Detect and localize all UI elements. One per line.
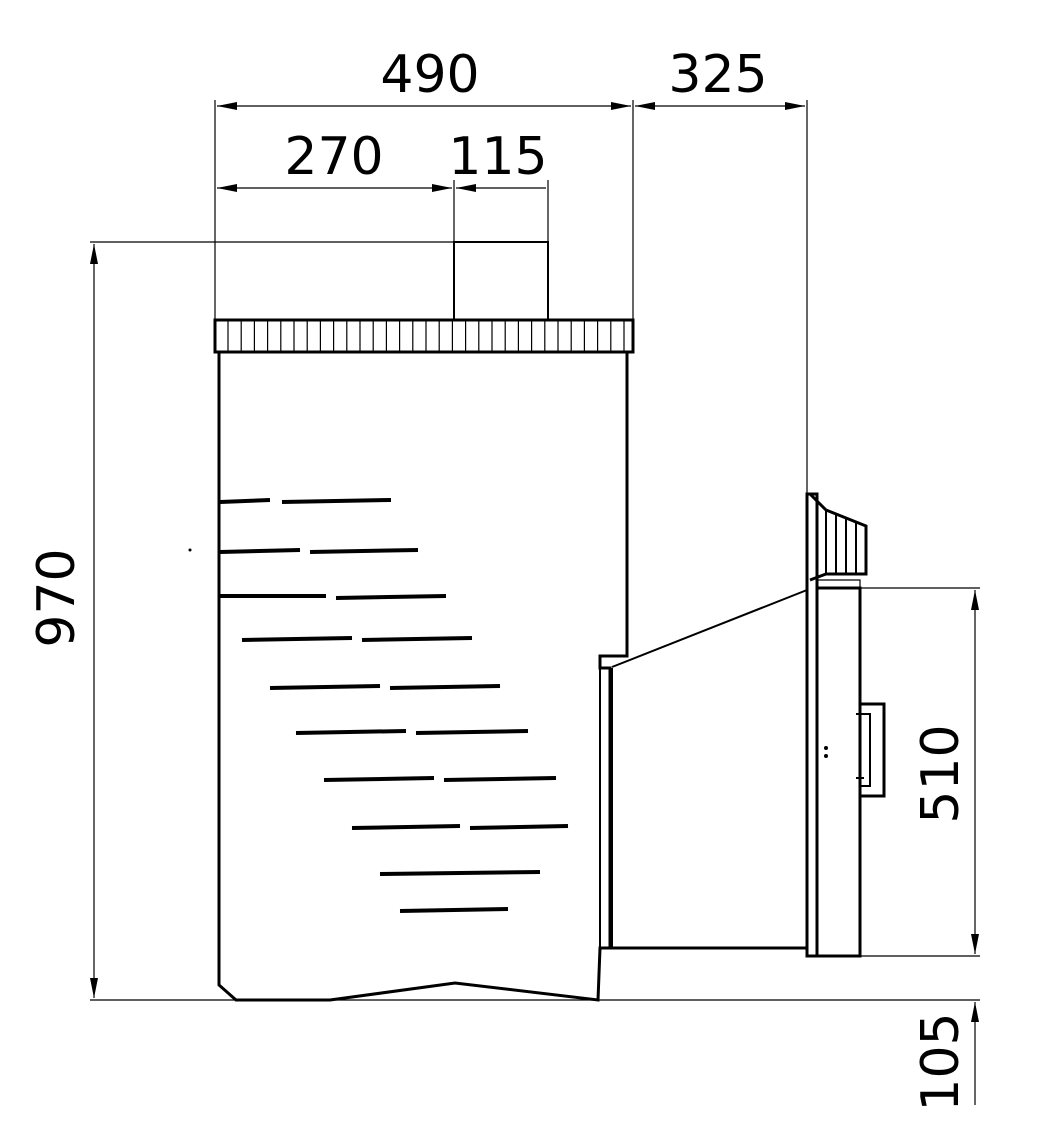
nozzle [808, 492, 868, 582]
dimension-labels: 490 325 270 115 970 510 105 [27, 45, 971, 1112]
vent-slots [219, 498, 569, 913]
vent-slot [281, 498, 392, 504]
rim-ribs [227, 320, 625, 352]
vent-slot [361, 636, 473, 642]
vent-slot [335, 594, 447, 600]
body-outline [217, 352, 629, 1002]
dim-label-105: 105 [911, 1012, 971, 1111]
front-plate [805, 492, 819, 958]
vent-slot [241, 636, 353, 642]
vent-slot [351, 824, 461, 830]
vent-slot [399, 907, 509, 913]
dim-label-270: 270 [284, 127, 383, 187]
vent-slot [469, 824, 569, 830]
vent-slot [389, 684, 501, 690]
vent-slot [379, 870, 541, 876]
door-frame [817, 586, 862, 958]
vent-slot [219, 498, 271, 504]
dimension-lines [90, 100, 980, 1105]
vent-slot [443, 776, 557, 782]
door-handle [860, 702, 886, 798]
dim-label-970: 970 [27, 548, 87, 647]
chimney-collar [453, 241, 549, 321]
dim-label-115: 115 [448, 127, 547, 187]
top-rim [213, 318, 635, 354]
dim-label-325: 325 [668, 45, 767, 105]
vent-slot [323, 776, 435, 782]
vent-slot [219, 548, 301, 554]
vent-slot [309, 548, 419, 554]
stove-body [188, 241, 635, 1002]
dim-label-490: 490 [380, 45, 479, 105]
vent-slot [415, 729, 529, 735]
dim-label-510: 510 [911, 724, 971, 823]
vent-slot [269, 684, 381, 690]
firebox-extension [599, 492, 886, 958]
vent-slot [295, 729, 407, 735]
